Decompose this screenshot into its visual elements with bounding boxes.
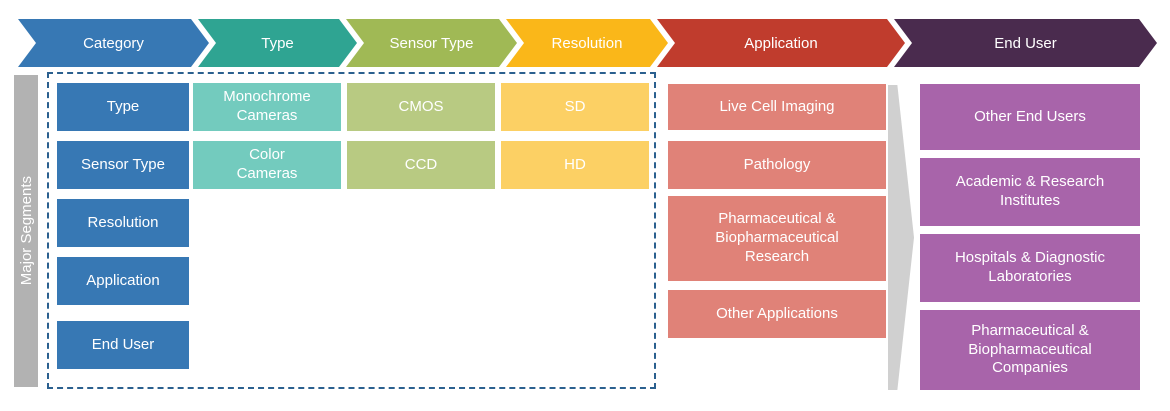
major-segments-label: Major Segments (17, 176, 35, 286)
sensor-type-box-cmos: CMOS (347, 83, 495, 131)
category-box-type: Type (57, 83, 189, 131)
header-arrow-resolution-label: Resolution (551, 34, 623, 52)
header-arrow-category-label: Category (83, 34, 144, 52)
end-user-box-pharma-companies: Pharmaceutical & Biopharmaceutical Compa… (920, 310, 1140, 390)
end-user-box-hospitals-labs: Hospitals & Diagnostic Laboratories (920, 234, 1140, 302)
header-arrow-type-label: Type (261, 34, 294, 52)
application-box-pharma-research: Pharmaceutical & Biopharmaceutical Resea… (668, 196, 886, 281)
header-arrow-sensor-type-label: Sensor Type (389, 34, 474, 52)
header-arrow-end-user-label: End User (994, 34, 1057, 52)
header-arrow-application: Application (657, 19, 905, 67)
category-box-end-user: End User (57, 321, 189, 369)
header-arrow-application-label: Application (744, 34, 818, 52)
end-user-box-academic-research: Academic & Research Institutes (920, 158, 1140, 226)
header-arrow-type: Type (198, 19, 357, 67)
header-arrow-sensor-type: Sensor Type (346, 19, 517, 67)
resolution-box-hd: HD (501, 141, 649, 189)
type-box-monochrome-cameras: Monochrome Cameras (193, 83, 341, 131)
major-segments-bar: Major Segments (14, 75, 38, 387)
application-box-pathology: Pathology (668, 141, 886, 189)
header-arrow-resolution: Resolution (506, 19, 668, 67)
sensor-type-box-ccd: CCD (347, 141, 495, 189)
category-box-sensor-type: Sensor Type (57, 141, 189, 189)
category-box-application: Application (57, 257, 189, 305)
flow-arrow (888, 85, 914, 390)
application-box-live-cell-imaging: Live Cell Imaging (668, 84, 886, 130)
resolution-box-sd: SD (501, 83, 649, 131)
header-arrow-category: Category (18, 19, 209, 67)
type-box-color-cameras: Color Cameras (193, 141, 341, 189)
application-box-other-applications: Other Applications (668, 290, 886, 338)
end-user-box-other-end-users: Other End Users (920, 84, 1140, 150)
header-arrow-end-user: End User (894, 19, 1157, 67)
category-box-resolution: Resolution (57, 199, 189, 247)
major-segments-outline (47, 72, 656, 389)
